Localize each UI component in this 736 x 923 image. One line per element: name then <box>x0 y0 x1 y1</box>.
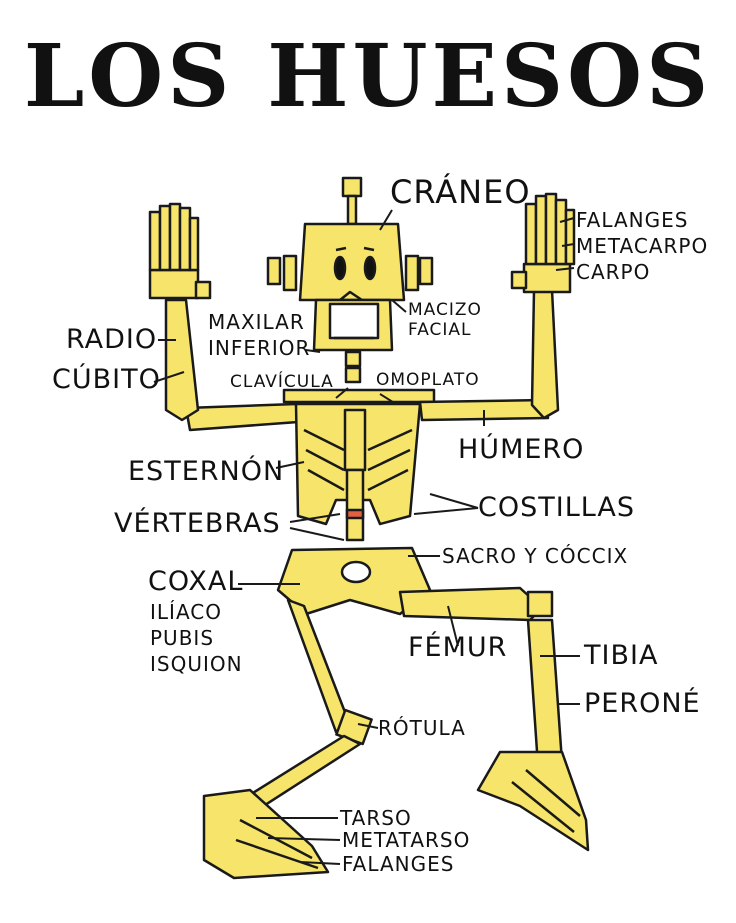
page-title: LOS HUESOS <box>23 26 713 127</box>
label-rotula: RÓTULA <box>378 716 466 740</box>
forearm-left <box>164 298 200 422</box>
label-pubis: PUBIS <box>150 626 215 650</box>
label-facial: FACIAL <box>408 320 472 340</box>
femur-right <box>398 586 544 622</box>
label-vertebras: VÉRTEBRAS <box>114 508 281 539</box>
skull <box>298 222 406 302</box>
label-tibia: TIBIA <box>584 640 659 671</box>
label-cubito: CÚBITO <box>52 364 161 395</box>
spine <box>345 468 365 542</box>
forearm-right <box>530 288 560 420</box>
humerus-left <box>184 402 300 432</box>
femur-left <box>286 598 350 734</box>
label-isquion: ISQUION <box>150 652 243 676</box>
hand-right-carpus <box>522 262 572 294</box>
label-carpo: CARPO <box>576 260 651 284</box>
label-clavicula: CLAVÍCULA <box>230 372 334 392</box>
label-maxilar: MAXILAR <box>208 310 305 334</box>
skull-knob <box>341 176 363 198</box>
label-perone: PERONÉ <box>584 688 701 719</box>
label-radio: RADIO <box>66 324 158 355</box>
foot-right <box>476 750 590 852</box>
label-coxal: COXAL <box>148 566 244 597</box>
label-omoplato: OMOPLATO <box>376 370 480 390</box>
sternum <box>343 408 367 472</box>
label-sacro-coccix: SACRO Y CÓCCIX <box>442 544 629 568</box>
label-costillas: COSTILLAS <box>478 492 636 523</box>
label-iliaco: ILÍACO <box>150 600 222 624</box>
label-tarso: TARSO <box>340 806 412 830</box>
label-esternon: ESTERNÓN <box>128 456 285 487</box>
label-humero: HÚMERO <box>458 434 585 465</box>
label-macizo: MACIZO <box>408 300 482 320</box>
hand-left-carpus <box>148 268 200 300</box>
label-falanges-mano: FALANGES <box>576 208 689 232</box>
label-falanges-pie: FALANGES <box>342 852 455 876</box>
label-craneo: CRÁNEO <box>390 173 531 211</box>
label-metacarpo: METACARPO <box>576 234 709 258</box>
label-femur: FÉMUR <box>408 632 508 663</box>
label-metatarso: METATARSO <box>342 828 471 852</box>
tibia-right <box>526 618 564 768</box>
clavicle <box>282 388 436 404</box>
label-inferior: INFERIOR <box>208 336 311 360</box>
